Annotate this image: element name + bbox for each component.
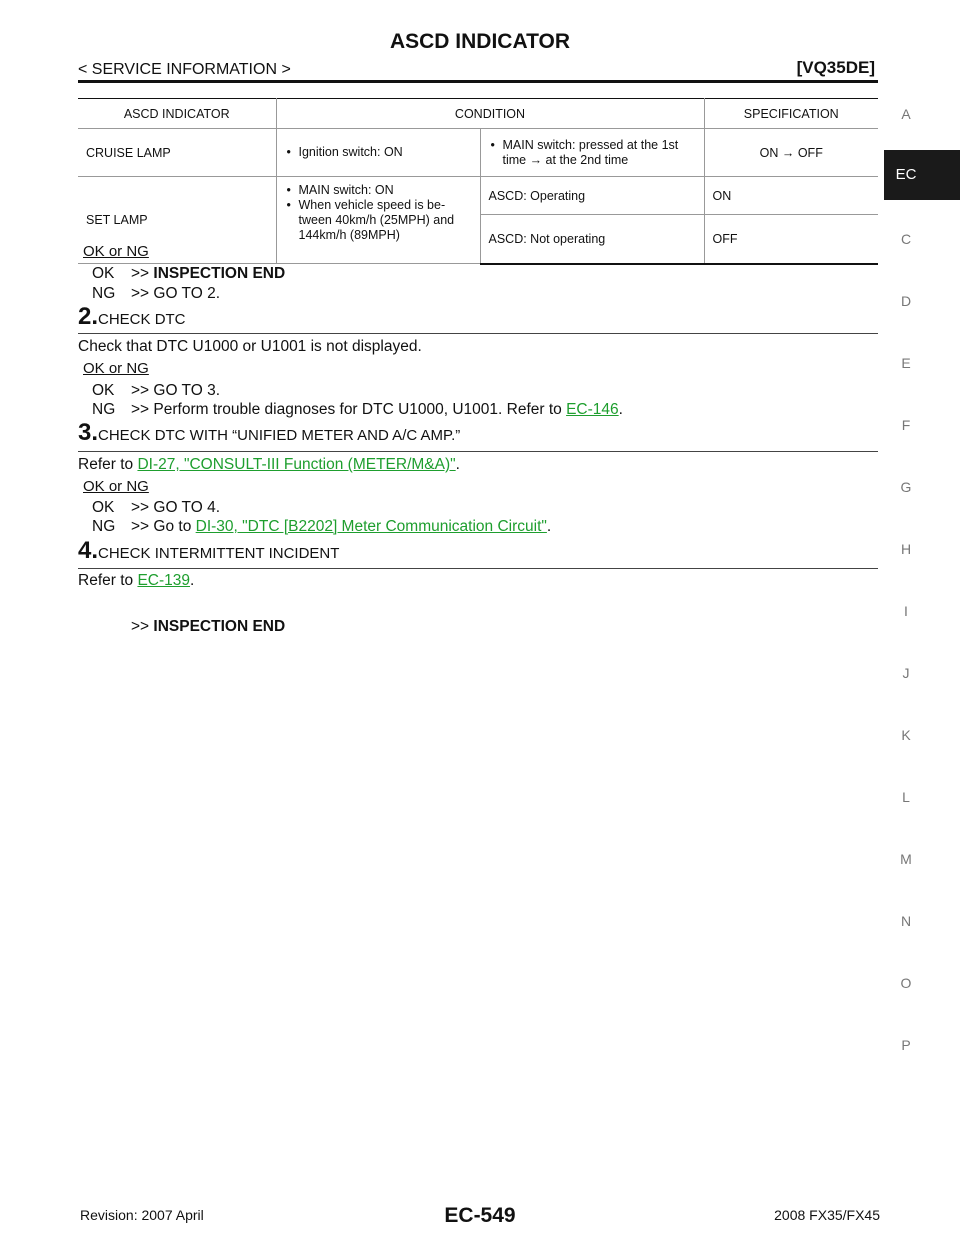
step3-ok-text: >> GO TO 4. xyxy=(131,499,221,516)
side-index-j[interactable]: J xyxy=(902,665,910,681)
col-header-specification: SPECIFICATION xyxy=(704,98,878,129)
cell-cruise-subcondition: MAIN switch: pressed at the 1st time → a… xyxy=(480,128,705,177)
engine-code: [VQ35DE] xyxy=(796,58,875,77)
step2-heading: 2.CHECK DTC xyxy=(78,303,186,331)
footer-model: 2008 FX35/FX45 xyxy=(774,1207,880,1223)
side-index-e[interactable]: E xyxy=(901,355,911,371)
table-row: CRUISE LAMP Ignition switch: ON MAIN swi… xyxy=(78,128,878,177)
col-header-condition: CONDITION xyxy=(276,98,705,129)
ok-label: OK xyxy=(92,499,115,516)
side-index-h[interactable]: H xyxy=(900,541,912,557)
step3-heading: 3.CHECK DTC WITH “UNIFIED METER AND A/C … xyxy=(78,419,460,447)
ok-label: OK xyxy=(92,382,115,399)
cell-set-spec-2: OFF xyxy=(704,214,878,265)
side-index-f[interactable]: F xyxy=(901,417,911,433)
side-index-d[interactable]: D xyxy=(900,293,912,309)
step2-rule xyxy=(78,333,878,334)
side-index-g[interactable]: G xyxy=(900,479,912,495)
link-ec-146[interactable]: EC-146 xyxy=(566,401,619,418)
side-index-i[interactable]: I xyxy=(904,603,908,619)
side-index-ec-active[interactable]: EC xyxy=(884,150,960,200)
set-condition-1: MAIN switch: ON xyxy=(285,183,472,198)
ng-label: NG xyxy=(92,401,116,418)
side-index-m[interactable]: M xyxy=(900,851,912,867)
side-index-n[interactable]: N xyxy=(900,913,912,929)
step1-ng-text: >> GO TO 2. xyxy=(131,285,221,302)
breadcrumb: < SERVICE INFORMATION > xyxy=(78,61,291,78)
step3-number: 3. xyxy=(78,419,99,446)
ok-label: OK xyxy=(92,265,115,282)
step2-ng-line: NG >> Perform trouble diagnoses for DTC U… xyxy=(92,401,623,418)
step2-ok-text: >> GO TO 3. xyxy=(131,382,221,399)
ng-label: NG xyxy=(92,285,116,302)
cell-set-spec-1: ON xyxy=(704,176,878,215)
link-di-30[interactable]: DI-30, "DTC [B2202] Meter Communication … xyxy=(195,518,547,535)
step4-title: CHECK INTERMITTENT INCIDENT xyxy=(98,545,340,562)
side-index-k[interactable]: K xyxy=(901,727,911,743)
link-ec-139[interactable]: EC-139 xyxy=(137,572,191,589)
step3-ok-line: OK >> GO TO 4. xyxy=(92,499,220,517)
step4-end-line: >> INSPECTION END xyxy=(131,618,286,635)
step4-heading: 4.CHECK INTERMITTENT INCIDENT xyxy=(78,537,339,565)
cell-set-condition: MAIN switch: ON When vehicle speed is be… xyxy=(276,176,481,264)
side-index-c[interactable]: C xyxy=(900,231,912,247)
cell-cruise-spec: ON → OFF xyxy=(704,128,878,177)
cell-cruise-lamp: CRUISE LAMP xyxy=(78,128,277,177)
side-index-a[interactable]: A xyxy=(901,106,911,122)
step4-rule xyxy=(78,568,878,569)
okng-heading-1: OK or NG xyxy=(83,243,149,260)
step1-ng-line: NG >> GO TO 2. xyxy=(92,285,220,303)
cruise-subcondition-text: MAIN switch: pressed at the 1st time → a… xyxy=(489,138,696,168)
step2-ok-line: OK >> GO TO 3. xyxy=(92,382,220,400)
step4-end-text: INSPECTION END xyxy=(153,618,286,635)
step2-title: CHECK DTC xyxy=(98,311,186,328)
side-index-p[interactable]: P xyxy=(901,1037,911,1053)
table-row: SET LAMP MAIN switch: ON When vehicle sp… xyxy=(78,176,878,264)
step4-number: 4. xyxy=(78,537,99,564)
page-title: ASCD INDICATOR xyxy=(389,30,571,53)
step1-ok-line: OK>> INSPECTION END xyxy=(92,265,286,282)
step2-number: 2. xyxy=(78,303,99,330)
side-index-o[interactable]: O xyxy=(900,975,912,991)
step1-ok-text: INSPECTION END xyxy=(153,265,286,282)
cell-cruise-condition: Ignition switch: ON xyxy=(276,128,481,177)
ng-label: NG xyxy=(92,518,116,535)
cell-set-lamp: SET LAMP xyxy=(78,176,277,264)
ascd-indicator-table: ASCD INDICATOR CONDITION SPECIFICATION C… xyxy=(78,98,878,265)
step3-ng-line: NG >> Go to DI-30, "DTC [B2202] Meter Com… xyxy=(92,518,552,535)
cell-set-sub-1: ASCD: Operating xyxy=(480,176,705,215)
footer-revision: Revision: 2007 April xyxy=(80,1207,204,1223)
cell-set-sub-2: ASCD: Not operating xyxy=(480,214,705,265)
set-condition-2: When vehicle speed is be-tween 40km/h (2… xyxy=(285,198,472,243)
step3-ng-text: >> Go to xyxy=(131,518,196,535)
step4-body: Refer to EC-139. xyxy=(78,572,195,589)
header-rule xyxy=(78,80,878,83)
step3-rule xyxy=(78,451,878,452)
okng-heading-2: OK or NG xyxy=(83,360,149,377)
link-di-27[interactable]: DI-27, "CONSULT-III Function (METER/M&A)… xyxy=(137,456,456,473)
step3-title: CHECK DTC WITH “UNIFIED METER AND A/C AM… xyxy=(98,427,461,444)
step2-body: Check that DTC U1000 or U1001 is not dis… xyxy=(78,338,422,355)
cruise-condition-text: Ignition switch: ON xyxy=(285,145,472,160)
step2-ng-text: >> Perform trouble diagnoses for DTC U10… xyxy=(131,401,567,418)
table-header-row: ASCD INDICATOR CONDITION SPECIFICATION xyxy=(78,98,878,129)
side-index-l[interactable]: L xyxy=(902,789,910,805)
step3-body: Refer to DI-27, "CONSULT-III Function (M… xyxy=(78,456,460,473)
col-header-indicator: ASCD INDICATOR xyxy=(78,98,277,129)
okng-heading-3: OK or NG xyxy=(83,478,149,495)
table-row: ASCD: Not operating OFF xyxy=(78,214,878,265)
footer-page-number: EC-549 xyxy=(444,1204,516,1227)
